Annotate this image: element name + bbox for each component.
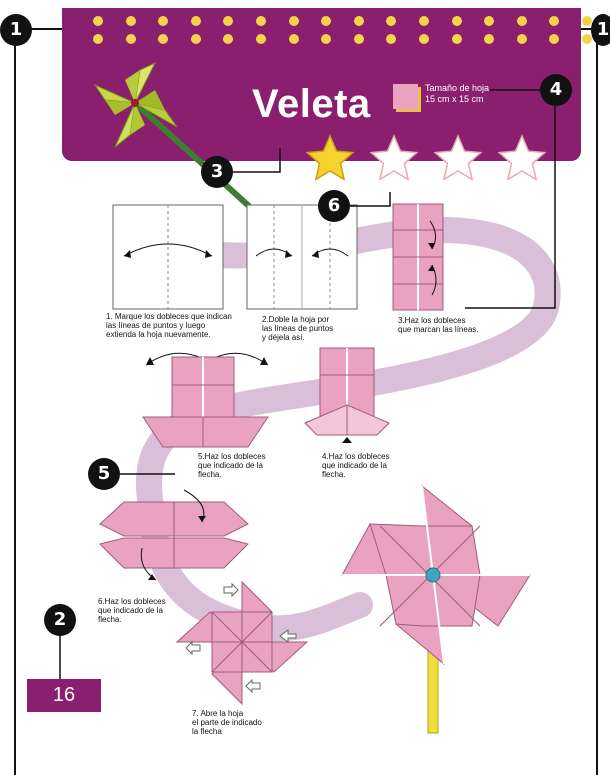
decorative-dot — [321, 34, 332, 44]
decorative-dot — [386, 16, 397, 26]
decorative-dot — [256, 16, 266, 26]
star-empty-icon — [369, 134, 419, 181]
decorative-dot — [223, 34, 234, 44]
step1-diagram — [112, 204, 224, 310]
step1-line3: extienda la hoja nuevamente. — [106, 330, 211, 339]
decorative-dot — [549, 34, 560, 44]
star-filled-icon — [305, 134, 355, 181]
frame-right-line — [596, 28, 598, 775]
step5-line3: flecha. — [198, 470, 222, 479]
step7-line2: el parte de indicado — [192, 718, 262, 727]
step5-caption: 5.Haz los dobleces que indicado de la fl… — [198, 452, 288, 479]
step6-line3: flecha. — [98, 615, 122, 624]
callout-1-left: 1 — [0, 14, 32, 46]
decorative-dot — [484, 34, 495, 44]
decorative-dot — [125, 16, 136, 26]
step7-line1: 7. Abre la hoja — [192, 709, 244, 718]
final-pinwheel — [341, 484, 531, 734]
decorative-dot — [549, 16, 560, 26]
step3-line1: 3.Haz los dobleces — [398, 316, 466, 325]
decorative-dot — [451, 16, 462, 26]
decorative-dot — [288, 34, 299, 44]
decorative-dot — [582, 34, 592, 44]
decorative-dot — [223, 16, 234, 26]
decorative-dot — [158, 16, 169, 26]
decorative-dot — [158, 34, 169, 44]
sheet-size-label: Tamaño de hoja — [425, 83, 490, 93]
decorative-dot — [516, 16, 527, 26]
step3-line2: que marcan las líneas. — [398, 325, 479, 334]
step2-diagram — [246, 204, 358, 310]
decorative-dot — [386, 34, 397, 44]
step5-line1: 5.Haz los dobleces — [198, 452, 266, 461]
decorative-dot — [516, 34, 527, 44]
decorative-dot — [125, 34, 136, 44]
decorative-dot — [353, 16, 364, 26]
decorative-dot — [256, 34, 266, 44]
decorative-dot — [582, 16, 592, 26]
step7-line3: la flecha — [192, 727, 222, 736]
step4-line1: 4.Haz los dobleces — [322, 452, 390, 461]
sheet-size-text: Tamaño de hoja 15 cm x 15 cm — [425, 83, 489, 105]
callout-5: 5 — [88, 458, 120, 490]
step2-line1: 2.Doble la hoja por — [262, 315, 330, 324]
callout-1-right: 1 — [591, 14, 610, 46]
step6-diagram — [99, 489, 249, 581]
page-title: Veleta — [252, 82, 371, 126]
decorative-dot — [451, 34, 462, 44]
paper-sheet-icon — [393, 84, 421, 112]
title-banner — [62, 8, 592, 161]
step1-line2: las líneas de puntos y luego — [106, 321, 206, 330]
sheet-size-value: 15 cm x 15 cm — [425, 94, 484, 104]
step6-line1: 6.Haz los dobleces — [98, 597, 166, 606]
decorative-dot — [353, 34, 364, 44]
decorative-dot — [190, 16, 201, 26]
frame-left-line — [14, 28, 16, 775]
step4-line3: flecha. — [322, 470, 346, 479]
step2-line2: las líneas de puntos — [262, 324, 334, 333]
step4-line2: que indicado de la — [322, 461, 387, 470]
step7-caption: 7. Abre la hoja el parte de indicado la … — [192, 709, 292, 736]
decorative-dot — [190, 34, 201, 44]
step4-diagram — [304, 347, 390, 443]
step1-line1: 1. Marque los dobleces que indican — [106, 312, 232, 321]
step5-line2: que indicado de la — [198, 461, 263, 470]
star-empty-icon — [497, 134, 547, 181]
decorative-dot — [419, 34, 429, 44]
callout-2: 2 — [44, 604, 76, 636]
callout-3: 3 — [201, 156, 233, 188]
decorative-dot — [288, 16, 299, 26]
star-empty-icon — [433, 134, 483, 181]
callout-4: 4 — [540, 74, 572, 106]
step7-diagram — [175, 580, 309, 706]
decorative-dot — [93, 34, 103, 44]
pinwheel-header-icon — [93, 61, 253, 210]
step4-caption: 4.Haz los dobleces que indicado de la fl… — [322, 452, 412, 479]
step3-caption: 3.Haz los dobleces que marcan las líneas… — [398, 316, 518, 334]
step3-diagram — [392, 203, 444, 311]
step2-caption: 2.Doble la hoja por las líneas de puntos… — [262, 315, 382, 342]
callout-6: 6 — [318, 190, 350, 222]
step2-line3: y déjela así. — [262, 333, 305, 342]
decorative-dot — [321, 16, 332, 26]
step6-line2: que indicado de la — [98, 606, 163, 615]
difficulty-stars — [305, 134, 547, 181]
step1-caption: 1. Marque los dobleces que indican las l… — [106, 312, 271, 339]
page-number: 16 — [27, 679, 101, 712]
decorative-dot — [484, 16, 495, 26]
step5-diagram — [142, 352, 269, 448]
step6-caption: 6.Haz los dobleces que indicado de la fl… — [98, 597, 188, 624]
decorative-dot — [93, 16, 103, 26]
decorative-dot — [419, 16, 429, 26]
